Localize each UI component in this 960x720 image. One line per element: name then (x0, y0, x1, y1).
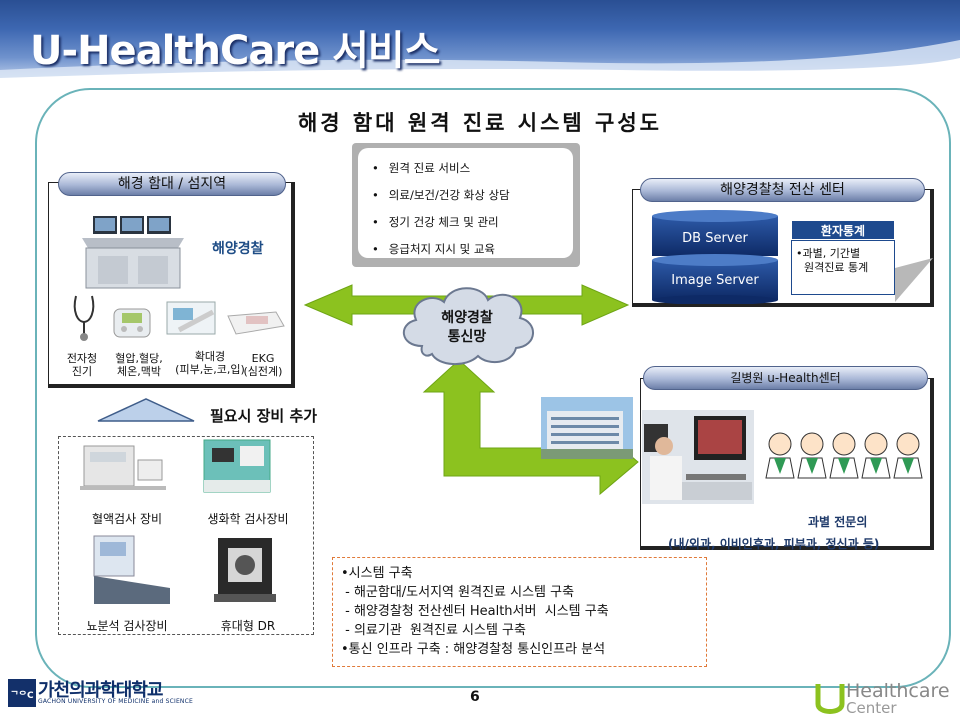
patient-stats-title: 환자통계 (791, 220, 895, 240)
build-item: •시스템 구축 (341, 566, 413, 581)
equipment-label: 확대경(피부,눈,코,입) (166, 350, 254, 376)
department-list: (내/외과, 이비인후과, 피부과, 정신과 등) (668, 537, 880, 551)
magnifier-scope-icon (166, 301, 216, 335)
network-label-line2: 통신망 (447, 329, 487, 345)
bp-monitor-icon (113, 308, 151, 338)
hospital-tab: 길병원 u-Health센터 (643, 366, 928, 390)
equipment-label-line1: 혈압,혈당, (115, 352, 163, 365)
patient-stats-line2: 원격진료 통계 (804, 261, 869, 274)
equipment-label-line1: 전자청 (66, 352, 98, 365)
equipment-label: EKG(심전계) (240, 352, 286, 378)
healthcare-logo-text: Healthcare (846, 680, 950, 702)
portable-dr-icon (214, 538, 276, 602)
extra-item-label: 혈액검사 장비 (91, 512, 163, 526)
extra-equipment-label: 필요시 장비 추가 (210, 407, 318, 425)
medical-console-icon (82, 216, 184, 289)
services-list: 원격 진료 서비스 의료/보건/건강 화상 상담 정기 건강 체크 및 관리 응… (358, 148, 573, 258)
doctor-group (760, 428, 928, 486)
diagram-title: 해경 함대 원격 진료 시스템 구성도 (297, 111, 663, 135)
slide-title: U-HealthCare 서비스 (30, 28, 441, 74)
university-logo-icon: ᄀᄋC (8, 679, 36, 707)
build-plan-box: •시스템 구축 - 해군함대/도서지역 원격진료 시스템 구축 - 해양경찰청 … (332, 557, 707, 667)
ekg-device-icon (227, 311, 285, 335)
diagram-frame (35, 88, 951, 688)
equipment-label-line2: 체온,맥박 (117, 365, 161, 378)
extra-item-label: 생화학 검사장비 (207, 512, 289, 526)
university-name: 가천의과학대학교 (38, 680, 163, 701)
doctors-icon (765, 432, 923, 479)
urine-analyzer-icon (93, 535, 170, 604)
extra-item-label: 뇨분석 검사장비 (86, 619, 168, 633)
service-item: 정기 건강 체크 및 관리 (372, 214, 567, 230)
ship-tab: 해경 함대 / 섬지역 (58, 172, 286, 196)
equipment-label-line2: (심전계) (243, 365, 283, 378)
healthcare-logo-subtext: Center (846, 699, 897, 717)
university-name-en: GACHON UNIVERSITY OF MEDICINE and SCIENC… (38, 698, 194, 705)
build-item: •통신 인프라 구축 : 해양경찰청 통신인프라 분석 (341, 642, 606, 657)
equipment-label: 혈압,혈당,체온,맥박 (108, 352, 170, 378)
stethoscope-icon (73, 295, 95, 341)
healthcare-logo-icon (815, 684, 845, 714)
blood-analyzer-icon (80, 445, 166, 490)
doctor-icon (765, 432, 795, 479)
extra-equipment-box (58, 436, 314, 635)
biochem-analyzer-icon (203, 439, 271, 493)
build-item: - 의료기관 원격진료 시스템 구축 (341, 623, 526, 638)
header-banner: U-HealthCare 서비스 (0, 0, 960, 82)
network-cloud-icon (403, 287, 534, 365)
header-wave-decoration (0, 40, 960, 82)
university-logo-mark: ᄀᄋC (10, 691, 34, 701)
network-label: 해양경찰 통신망 (417, 309, 517, 347)
patient-stats-line1: •과별, 기간별 (796, 247, 861, 260)
page-number: 6 (470, 689, 480, 705)
police-label: 해양경찰 (212, 241, 264, 257)
network-label-line1: 해양경찰 (441, 310, 493, 326)
telemedicine-workstation-icon (642, 410, 754, 504)
specialist-label: 과별 전문의 (808, 515, 868, 529)
doctor-icon (893, 432, 923, 479)
doctor-icon (829, 432, 859, 479)
image-server-label: Image Server (671, 273, 759, 288)
equipment-label-line1: 확대경 (194, 350, 226, 363)
upward-arrow-icon (97, 398, 195, 422)
equipment-label-line2: 진기 (71, 365, 93, 378)
build-item: - 해양경찰청 전산센터 Health서버 시스템 구축 (341, 604, 609, 619)
service-item: 의료/보건/건강 화상 상담 (372, 187, 567, 203)
computer-center-tab: 해양경찰청 전산 센터 (640, 178, 925, 202)
service-item: 원격 진료 서비스 (372, 160, 567, 176)
doctor-icon (861, 432, 891, 479)
equipment-label-line2: (피부,눈,코,입) (175, 363, 245, 376)
hospital-building-icon (541, 397, 633, 459)
server-stack-icon (652, 210, 778, 304)
build-item: - 해군함대/도서지역 원격진료 시스템 구축 (341, 585, 575, 600)
stats-pointer-shape (895, 258, 933, 302)
patient-stats-body: •과별, 기간별 원격진료 통계 (791, 240, 895, 295)
service-item: 응급처지 지시 및 교육 (372, 241, 567, 257)
doctor-icon (797, 432, 827, 479)
db-server-label: DB Server (682, 231, 748, 246)
equipment-label-line1: EKG (251, 352, 275, 365)
extra-item-label: 휴대형 DR (220, 619, 276, 633)
